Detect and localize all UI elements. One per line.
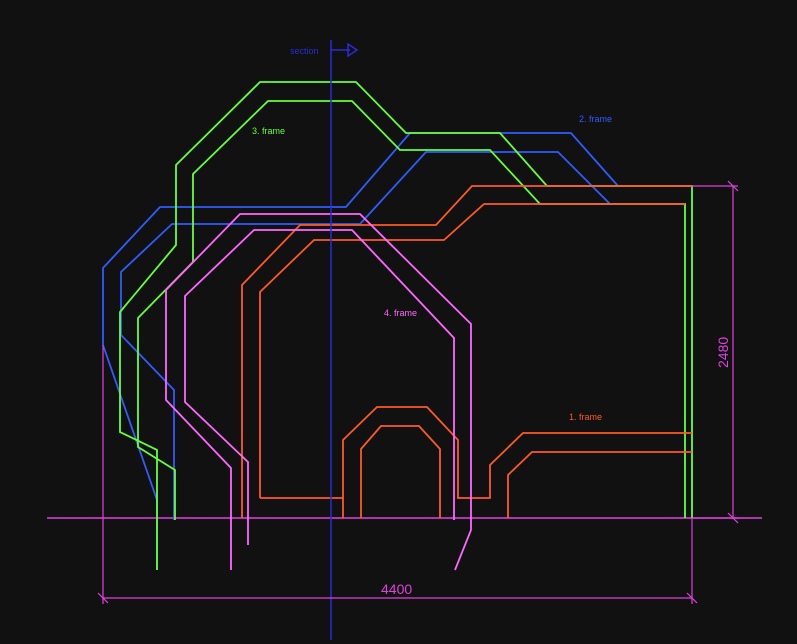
frame-1-label: 1. frame [569, 412, 602, 422]
frame-4-label: 4. frame [384, 308, 417, 318]
section-arrow-icon [347, 42, 359, 58]
width-dimension [97, 345, 698, 604]
frame-3-label: 3. frame [252, 126, 285, 136]
frame-1-right-leg [507, 451, 692, 518]
width-dimension-label: 4400 [381, 581, 412, 597]
frame-2-inner [120, 151, 611, 520]
frame-4-inner [184, 229, 455, 545]
frame-2-label: 2. frame [579, 114, 612, 124]
height-dimension [692, 180, 739, 524]
frame-1-arch-outer [342, 406, 692, 518]
height-dimension-label: 2480 [715, 337, 731, 368]
frame-3 [119, 81, 693, 570]
frame-1-arch-inner [360, 425, 441, 518]
section-label: section [290, 46, 319, 56]
frame-1 [241, 185, 692, 518]
frame-1-outer [241, 185, 692, 518]
frame-4 [165, 213, 472, 571]
frame-4-outer [165, 213, 472, 571]
frame-1-inner [259, 203, 685, 498]
frame-3-outer [119, 81, 693, 570]
section-line: section [290, 40, 359, 640]
